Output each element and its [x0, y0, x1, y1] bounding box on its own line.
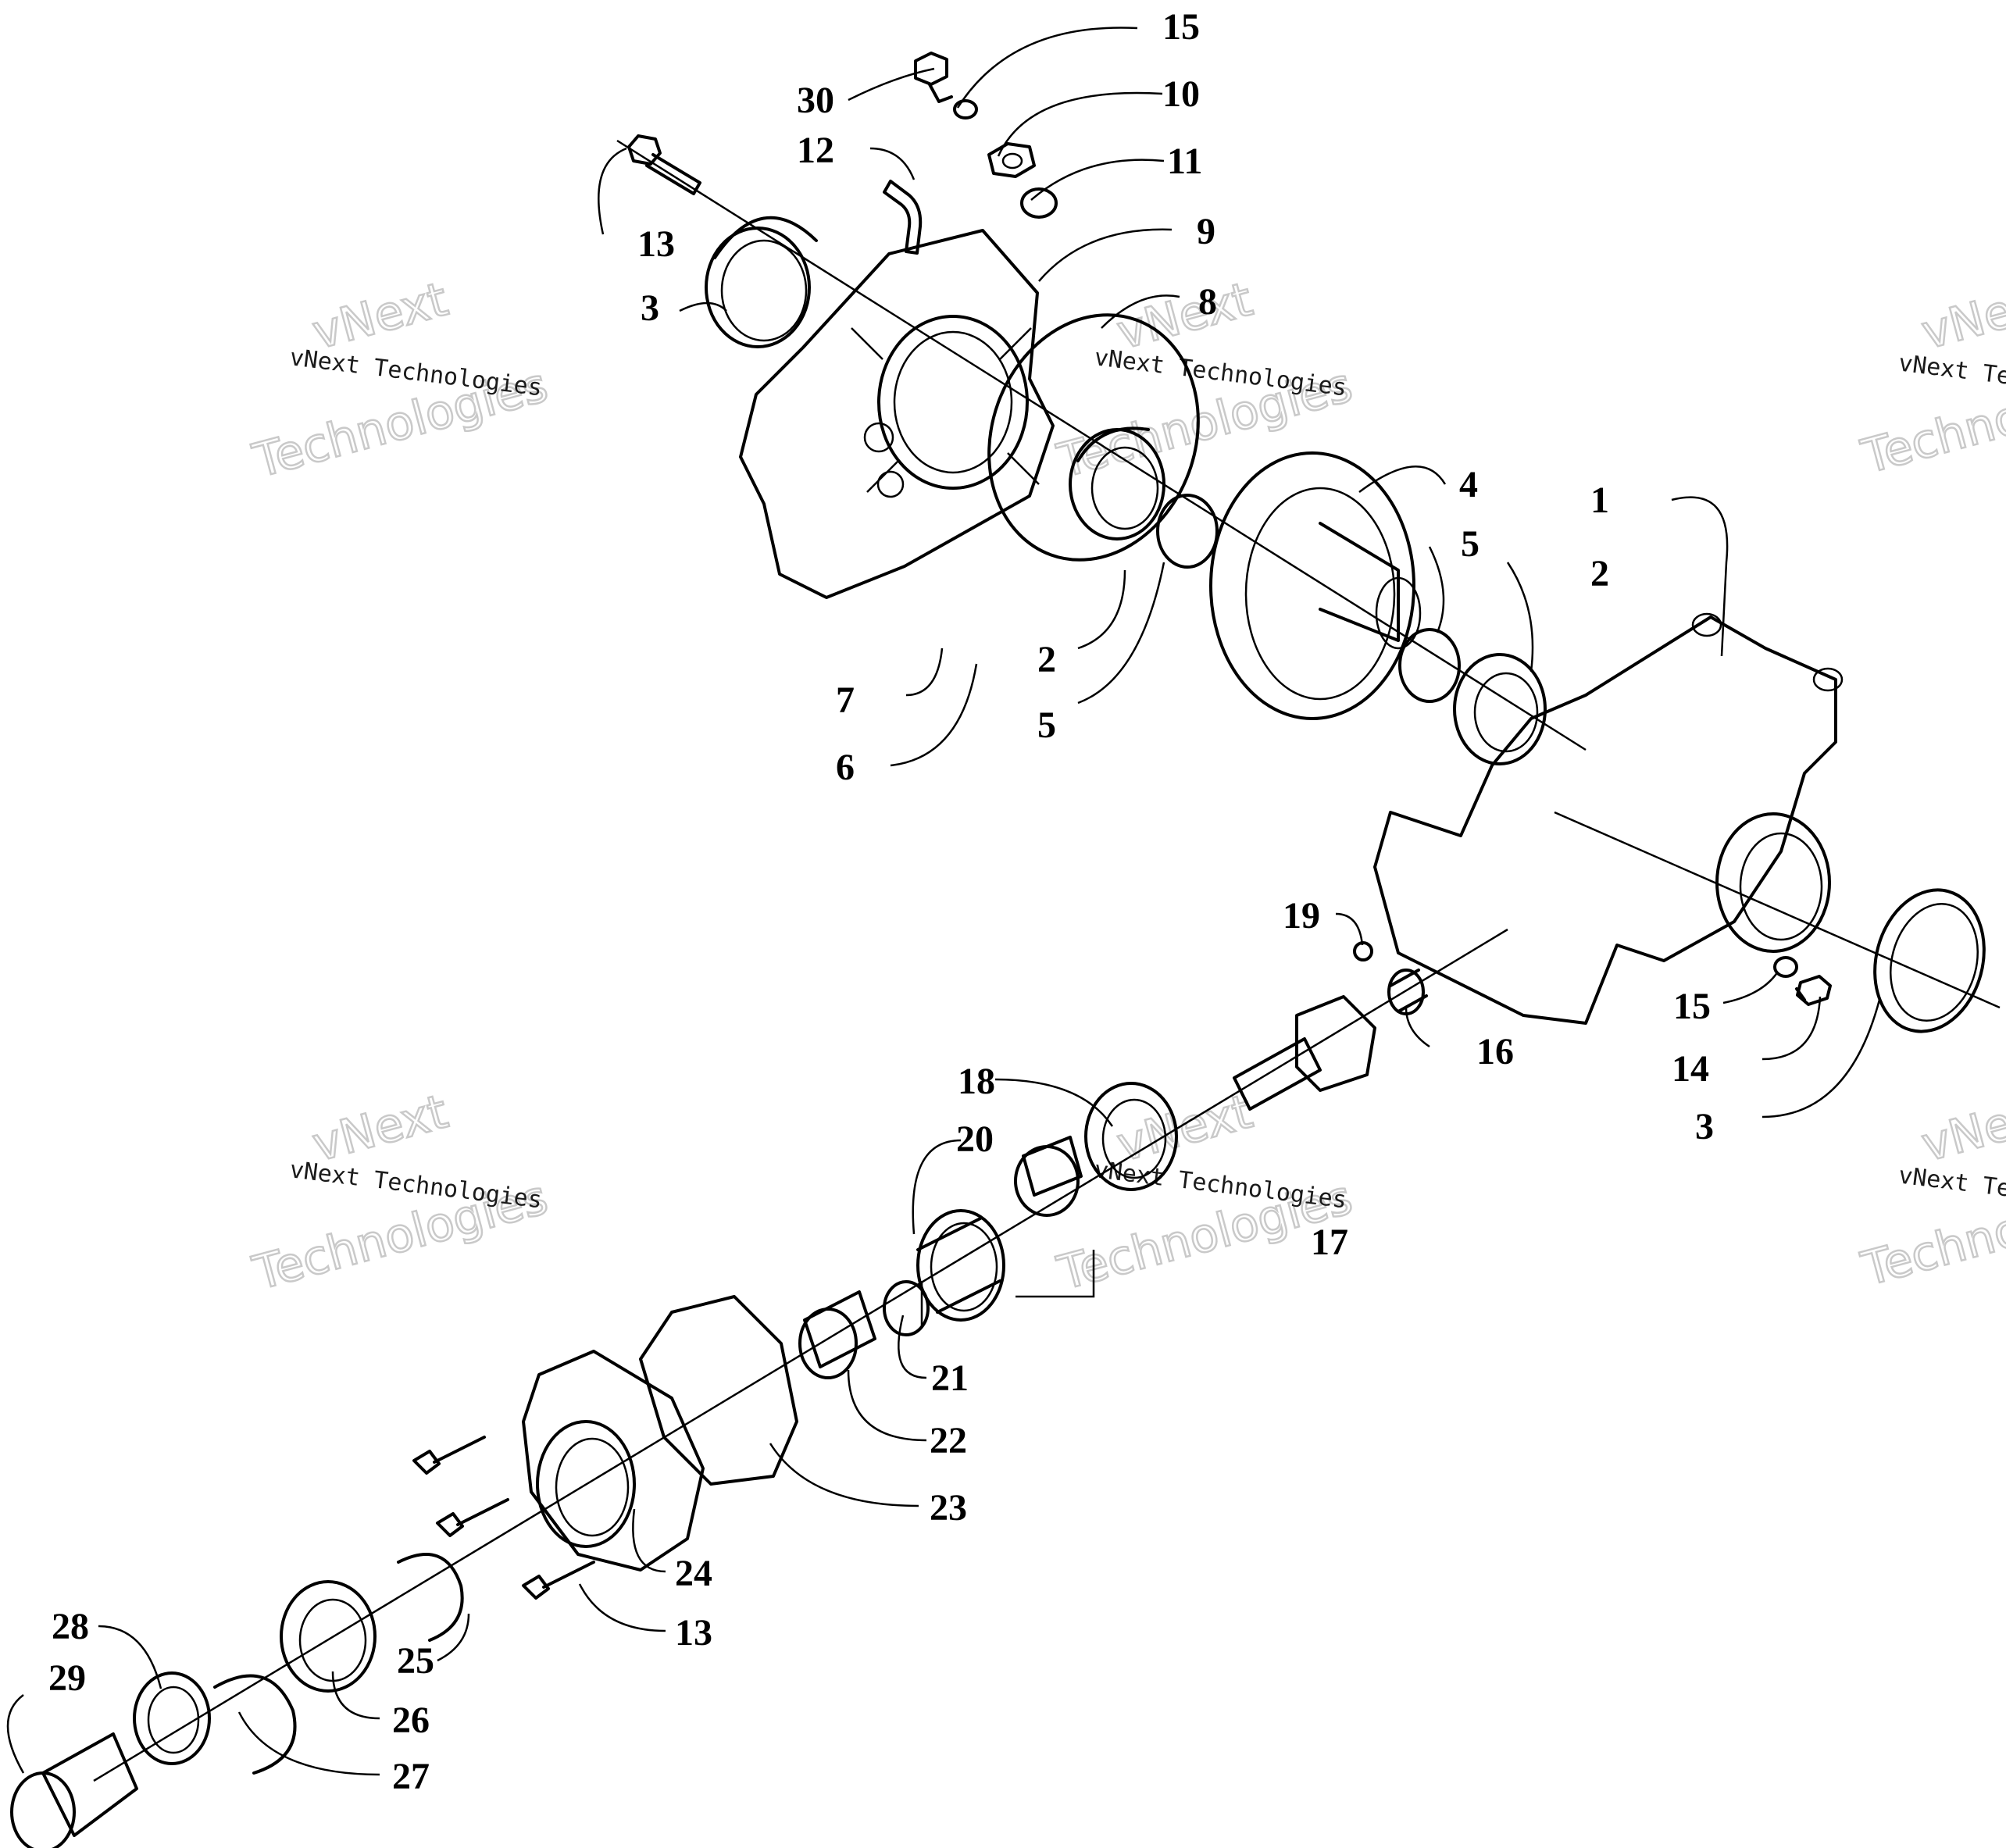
shim-part-5-top — [1156, 494, 1219, 569]
callout-19: 19 — [1283, 895, 1320, 936]
callout-15-right: 15 — [1673, 986, 1711, 1027]
seal-part-28 — [133, 1671, 211, 1765]
oring-part-8 — [987, 313, 1200, 562]
callout-3-top: 3 — [641, 287, 659, 329]
cover-housing-part-9 — [739, 229, 1055, 599]
callout-23: 23 — [930, 1487, 967, 1529]
watermark-big-top-text: vNext — [1112, 1084, 1258, 1172]
watermark-big-top-text: vNext — [307, 1084, 453, 1172]
race-part-20 — [1014, 1136, 1083, 1217]
bolts-part-13-lower — [412, 1436, 595, 1600]
leader-lines — [6, 27, 1881, 1776]
bushing-part-16 — [1387, 969, 1428, 1015]
main-housing-part-1 — [1373, 612, 1844, 1025]
callout-25: 25 — [397, 1640, 434, 1682]
callout-24: 24 — [675, 1553, 712, 1594]
snap-ring-part-27 — [213, 1674, 297, 1775]
callout-13-top: 13 — [637, 223, 675, 265]
watermark-big-top-text: vNext — [307, 272, 453, 360]
callout-11: 11 — [1167, 141, 1202, 182]
callout-18: 18 — [958, 1061, 995, 1102]
callout-8: 8 — [1198, 281, 1217, 323]
parts-group — [10, 52, 1986, 1848]
callout-20: 20 — [956, 1118, 994, 1160]
pinion-gear-part-17 — [1233, 995, 1376, 1111]
oring-part-11 — [1020, 187, 1058, 219]
cup-part-21 — [916, 1209, 1005, 1322]
seal-part-3-right — [1873, 888, 1986, 1033]
callout-14: 14 — [1672, 1048, 1709, 1090]
callout-1: 1 — [1590, 480, 1609, 521]
callout-labels: 30 15 10 12 11 13 9 3 8 4 1 5 2 2 7 5 6 … — [48, 6, 1714, 1797]
callout-13-bottom: 13 — [675, 1612, 712, 1654]
callout-7: 7 — [836, 680, 855, 721]
assembly-axes — [93, 139, 2001, 1782]
snap-ring-part-25 — [397, 1553, 464, 1642]
callout-5-right: 5 — [1461, 523, 1480, 565]
yoke-part-29 — [10, 1732, 138, 1848]
bearing-part-2-top — [1069, 426, 1165, 540]
callout-10: 10 — [1162, 73, 1200, 115]
callout-6: 6 — [836, 747, 855, 788]
long-bolt-part-13-top — [627, 134, 701, 195]
callout-12: 12 — [797, 130, 834, 171]
bolt-part-30 — [914, 52, 953, 103]
shim-part-5-lower — [1398, 628, 1461, 703]
callout-2-right: 2 — [1590, 553, 1609, 594]
watermark-top-left: vNext Technologies vNext Technologies — [247, 271, 555, 490]
gasket-part-23 — [639, 1295, 798, 1486]
ring-gear-part-4 — [1209, 451, 1422, 720]
watermark-big-top-text: vNext — [1916, 272, 2006, 360]
callout-17: 17 — [1311, 1222, 1348, 1263]
callout-3-right: 3 — [1695, 1106, 1714, 1147]
pinion-housing-part-24 — [522, 1350, 705, 1572]
watermark-bottom-left: vNext Technologies vNext Technologies — [247, 1083, 555, 1302]
watermark-big-top-text: vNext — [1112, 272, 1258, 360]
bearing-part-2-lower — [1453, 653, 1547, 765]
watermark-top-right: vNext Technologies vNext Technologies — [1855, 271, 2006, 486]
right-seal-axis — [1554, 811, 2001, 1009]
callout-30: 30 — [797, 80, 834, 121]
bearing-part-26 — [280, 1580, 377, 1693]
bolt-part-14 — [1795, 975, 1832, 1006]
callout-16: 16 — [1476, 1031, 1514, 1072]
callout-21: 21 — [931, 1357, 969, 1399]
watermark-bottom-right: vNext Technologies vNext Technologies — [1855, 1083, 2006, 1298]
washer-part-15-top — [953, 99, 978, 120]
callout-27: 27 — [392, 1756, 430, 1797]
callout-28: 28 — [52, 1606, 89, 1647]
bearing-part-18 — [1084, 1082, 1178, 1191]
callout-29: 29 — [48, 1657, 86, 1699]
vent-fitting-part-12 — [883, 180, 923, 255]
callout-22: 22 — [930, 1420, 967, 1461]
seal-part-3-top — [705, 216, 818, 348]
watermark-big-top-text: vNext — [1916, 1084, 2006, 1172]
watermark-bottom-middle: vNext Technologies vNext Technologies — [1051, 1083, 1359, 1302]
callout-9: 9 — [1197, 211, 1215, 252]
upper-assembly-axis — [616, 139, 1587, 751]
washer-part-15-right — [1773, 956, 1798, 978]
callout-4: 4 — [1459, 464, 1478, 505]
callout-5-left: 5 — [1037, 705, 1056, 746]
callout-2-left: 2 — [1037, 639, 1056, 680]
needle-bearing-part-22 — [798, 1290, 876, 1379]
callout-26: 26 — [392, 1700, 430, 1741]
watermark-group: vNext Technologies vNext Technologies vN… — [247, 271, 2006, 1302]
snap-ring-part-21 — [883, 1280, 930, 1336]
pin-part-19 — [1353, 941, 1373, 961]
callout-15-top: 15 — [1162, 6, 1200, 48]
plug-part-10 — [987, 142, 1036, 178]
